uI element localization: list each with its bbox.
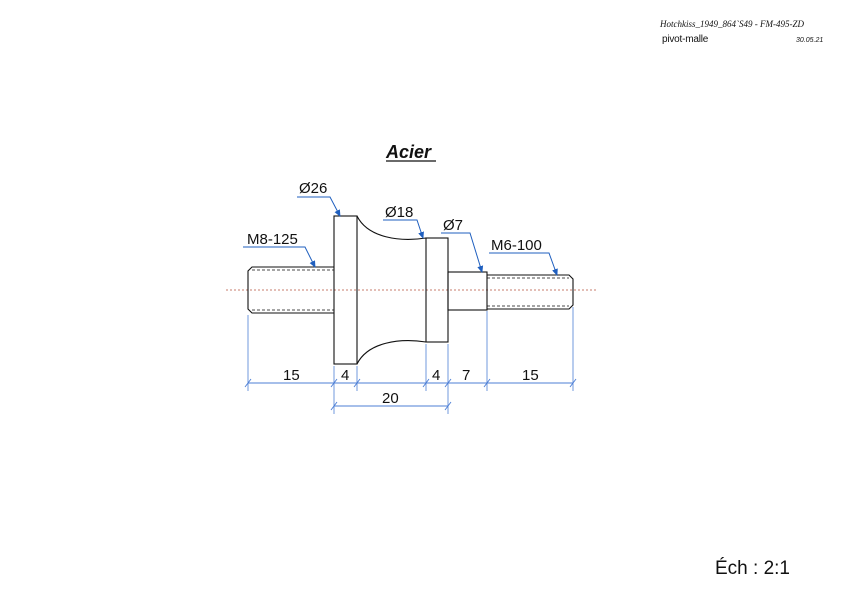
collar: [425, 237, 449, 343]
leaders: [243, 196, 558, 276]
right-thread-leader: [489, 252, 558, 276]
dim-left-thread-length: 15: [283, 367, 300, 384]
dim-collar-width: 4: [432, 367, 440, 384]
flange-diameter-label: Ø26: [299, 180, 327, 197]
scale-label: Éch : 2:1: [715, 558, 790, 579]
extension-lines: [247, 307, 574, 414]
tick-9: [444, 401, 452, 411]
part-outline: [247, 215, 574, 365]
dim-right-thread-length: 15: [522, 367, 539, 384]
right-thread-label: M6-100: [491, 237, 542, 254]
drawing-date: 30.05.21: [796, 37, 824, 44]
tick-5: [444, 378, 452, 388]
dimension-lines: [244, 378, 577, 411]
tick-6: [483, 378, 491, 388]
neck-diameter-label: Ø18: [385, 204, 413, 221]
dim-step-length: 7: [462, 367, 470, 384]
part-name: pivot-malle: [662, 34, 709, 45]
right-threaded-shaft: [487, 274, 574, 310]
tick-7: [569, 378, 577, 388]
dim-flange-width: 4: [341, 367, 349, 384]
step-diameter-label: Ø7: [443, 217, 463, 234]
material-title: Acier: [385, 142, 432, 162]
flange: [333, 215, 358, 365]
left-thread-leader: [243, 246, 316, 268]
drawing-reference: Hotchkiss_1949_864`S49 - FM-495-ZD: [660, 19, 804, 29]
tick-4: [422, 378, 430, 388]
step-diameter-leader: [441, 232, 484, 273]
flange-diameter-leader: [297, 196, 341, 217]
tick-8: [330, 401, 338, 411]
step: [447, 271, 488, 311]
left-thread-label: M8-125: [247, 231, 298, 248]
neck-bottom-curve: [356, 340, 427, 365]
tick-1: [244, 378, 252, 388]
neck-top-curve: [356, 215, 427, 240]
tick-3: [353, 378, 361, 388]
left-threaded-shaft: [247, 266, 334, 314]
tick-2: [330, 378, 338, 388]
dim-body-length: 20: [382, 390, 399, 407]
neck-diameter-leader: [383, 219, 424, 239]
